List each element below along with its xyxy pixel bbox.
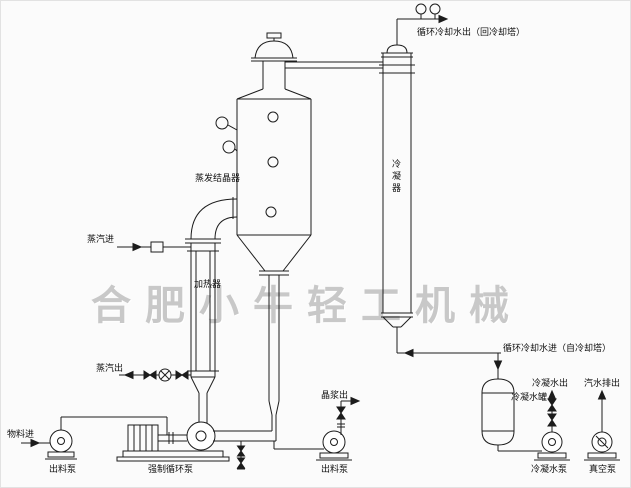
pump-base bbox=[537, 452, 567, 459]
condensate-pump-symbol bbox=[541, 431, 563, 453]
forced-circulation-pump-assembly bbox=[116, 421, 230, 462]
label-cooling-water-out: 循环冷却水出（回冷却塔） bbox=[417, 27, 526, 37]
reducer bbox=[268, 400, 273, 416]
valve-symbol bbox=[143, 370, 157, 380]
valve-symbol bbox=[547, 398, 557, 412]
pump-base bbox=[319, 452, 349, 459]
vent-cap bbox=[266, 32, 282, 39]
crystallizer-instruments bbox=[215, 116, 238, 154]
flow-arrow-right bbox=[30, 438, 41, 448]
label-condenser: 冷凝器 bbox=[391, 159, 401, 195]
condenser-cap bbox=[386, 44, 408, 54]
valve-symbol bbox=[236, 445, 246, 457]
flow-arrow-up bbox=[597, 389, 607, 400]
label-material-in: 物料进 bbox=[7, 429, 35, 439]
instrument-circle bbox=[215, 116, 229, 130]
label-mid-discharge-pump: 出料泵 bbox=[321, 464, 349, 474]
valve-symbol bbox=[336, 406, 346, 420]
drain-line bbox=[236, 441, 246, 470]
heater-vessel bbox=[185, 197, 238, 423]
cooling-water-out-line bbox=[397, 3, 449, 24]
steam-out-line bbox=[119, 368, 191, 382]
pressure-gauge-icon bbox=[429, 3, 441, 15]
vapor-duct bbox=[285, 61, 383, 69]
slurry-out-line bbox=[273, 396, 361, 461]
pump-baseplate bbox=[122, 450, 224, 458]
sight-glass bbox=[267, 111, 279, 123]
flow-arrow-up bbox=[547, 389, 557, 400]
label-condensate-pump: 冷凝水泵 bbox=[531, 464, 568, 474]
crystallizer-cone bbox=[236, 234, 266, 272]
flow-arrow-left bbox=[123, 370, 134, 380]
pump-symbol bbox=[49, 429, 73, 453]
pressure-gauge-icon bbox=[415, 3, 427, 15]
flow-arrow-right bbox=[350, 396, 361, 406]
discharge-pump-symbol bbox=[322, 430, 346, 454]
material-in-line bbox=[21, 438, 50, 448]
sight-glass bbox=[265, 206, 277, 218]
circulation-downcomer-pipe bbox=[213, 275, 280, 442]
motor-symbol bbox=[127, 424, 159, 452]
flow-arrow-left bbox=[403, 348, 414, 358]
label-vapor-water-out: 汽水排出 bbox=[584, 378, 621, 388]
instrument-circle bbox=[222, 140, 236, 154]
label-condensate-out: 冷凝水出 bbox=[532, 378, 569, 388]
label-left-discharge-pump: 出料泵 bbox=[49, 464, 77, 474]
pump-base bbox=[587, 452, 617, 459]
label-steam-out: 蒸汽出 bbox=[96, 363, 124, 373]
valve-symbol bbox=[175, 370, 189, 380]
crystallizer-vessel bbox=[236, 32, 312, 276]
condensate-tank-vessel bbox=[481, 378, 542, 452]
left-discharge-pump-assembly bbox=[45, 416, 168, 460]
label-steam-in: 蒸汽进 bbox=[87, 234, 115, 244]
heater-elbow bbox=[190, 198, 238, 240]
cooling-water-in-line bbox=[397, 348, 503, 379]
valve-symbol bbox=[236, 457, 246, 469]
condenser-vessel bbox=[379, 19, 415, 353]
condensate-pump-assembly bbox=[534, 389, 570, 461]
label-slurry-out: 晶浆出 bbox=[321, 390, 349, 400]
vacuum-pump-assembly bbox=[584, 389, 620, 461]
sight-glass bbox=[267, 156, 279, 168]
inline-fitting-symbol bbox=[150, 241, 164, 253]
flow-arrow-right bbox=[132, 242, 143, 252]
flow-arrow-right bbox=[438, 14, 449, 24]
crystallizer-dome bbox=[254, 40, 294, 59]
steam-in-line bbox=[117, 241, 191, 253]
circulation-pump-symbol bbox=[186, 421, 216, 451]
valve-symbol bbox=[547, 413, 557, 427]
label-vacuum-pump: 真空泵 bbox=[589, 464, 617, 474]
watermark: 合肥小牛轻工机械 bbox=[91, 284, 523, 328]
label-forced-circulation-pump: 强制循环泵 bbox=[148, 464, 194, 474]
flow-arrow-down bbox=[493, 360, 503, 371]
label-crystallizer: 蒸发结晶器 bbox=[195, 173, 241, 183]
pump-base bbox=[47, 451, 75, 458]
label-heater: 加热器 bbox=[194, 279, 222, 289]
label-cooling-water-in: 循环冷却水进（自冷却塔） bbox=[503, 343, 612, 353]
label-condensate-tank: 冷凝水罐 bbox=[511, 392, 548, 402]
